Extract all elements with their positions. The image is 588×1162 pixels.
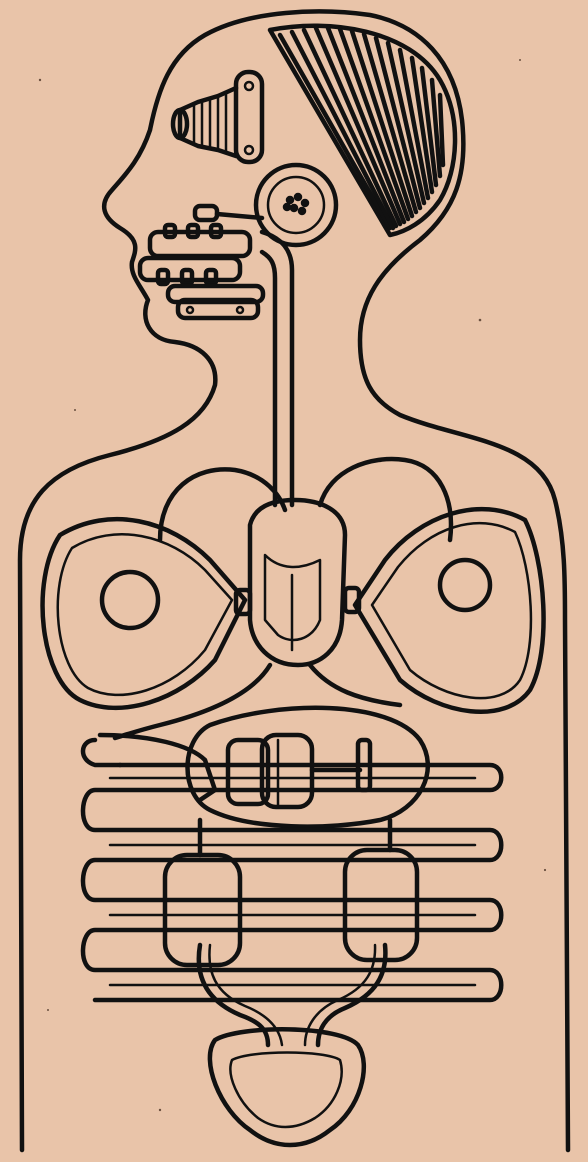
left-lung [43,519,245,708]
eye-lens-icon [173,72,262,162]
teeth-machinery [140,206,263,318]
right-lung-cap [320,459,451,540]
kidneys [165,820,417,965]
bladder [210,1029,364,1145]
heart-tube-left [115,665,270,738]
body-outline [20,12,568,1150]
heart-tube-right [310,665,400,705]
intestine-coils [83,740,501,1000]
heart-valve [236,500,359,665]
